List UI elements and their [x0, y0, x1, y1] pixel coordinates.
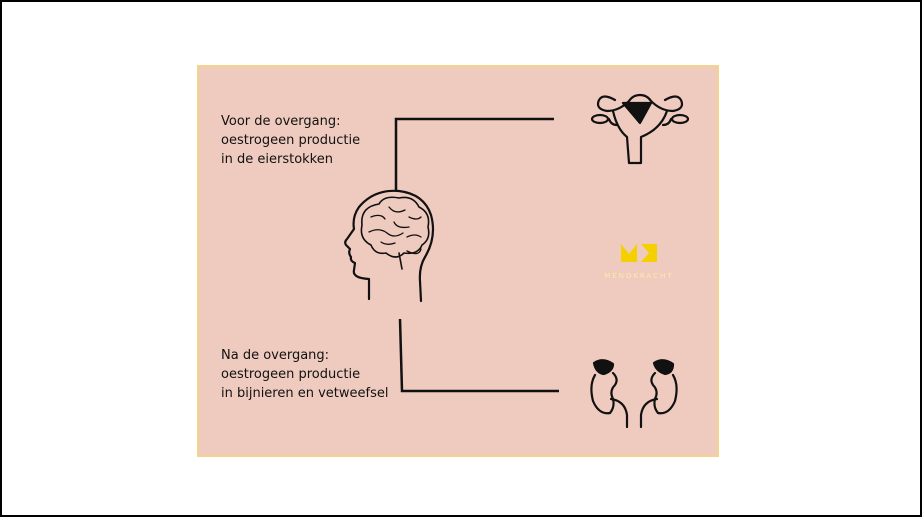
kidneys-icon — [591, 360, 676, 427]
head-brain-icon — [345, 191, 433, 301]
connector-top — [396, 119, 554, 190]
connector-bottom — [400, 319, 559, 391]
logo-text: MENOKRACHT — [594, 272, 684, 280]
infographic-panel: Voor de overgang: oestrogeen productie i… — [197, 65, 719, 457]
menokracht-logo: MENOKRACHT — [594, 242, 684, 280]
uterus-icon — [592, 95, 688, 163]
menokracht-logo-mark — [619, 242, 659, 264]
